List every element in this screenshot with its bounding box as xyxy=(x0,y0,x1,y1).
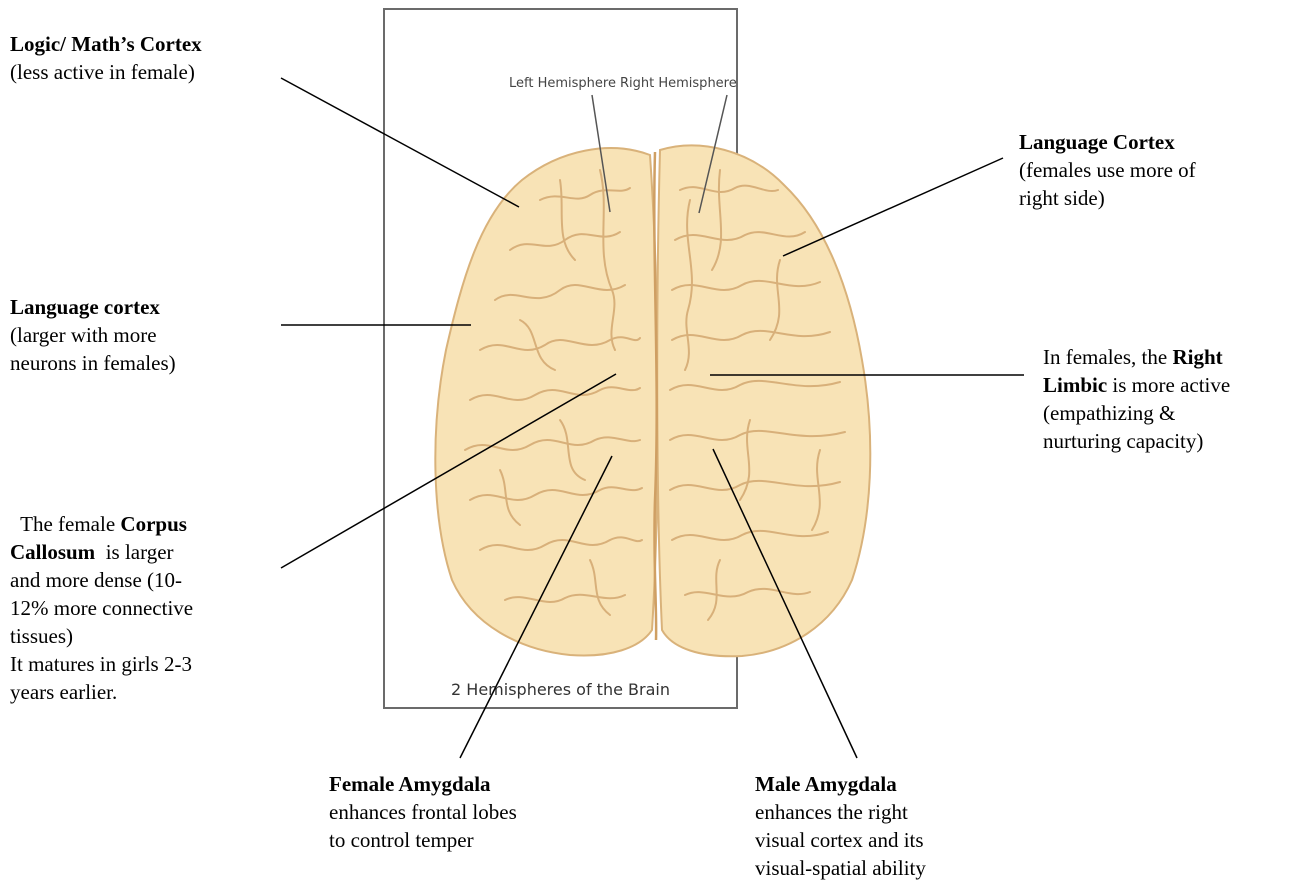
male-amygdala-line2: visual cortex and its xyxy=(755,828,924,852)
language-right-annotation: Language Cortex (females use more of rig… xyxy=(1019,128,1196,212)
language-left-line1: (larger with more xyxy=(10,323,157,347)
logic-math-annotation: Logic/ Math’s Cortex (less active in fem… xyxy=(10,30,202,86)
logic-math-title: Logic/ Math’s Cortex xyxy=(10,32,202,56)
corpus-callosum-line3: and more dense (10- xyxy=(10,568,182,592)
right-hemisphere-shape xyxy=(657,145,870,656)
right-limbic-line3: (empathizing & xyxy=(1043,401,1175,425)
right-limbic-annotation: In females, the Right Limbic is more act… xyxy=(1043,343,1230,455)
corpus-callosum-pre: The female xyxy=(20,512,120,536)
logic-math-text: (less active in female) xyxy=(10,60,195,84)
corpus-callosum-bold1: Corpus xyxy=(120,512,187,536)
corpus-callosum-line4: 12% more connective xyxy=(10,596,193,620)
female-amygdala-line1: enhances frontal lobes xyxy=(329,800,517,824)
right-limbic-line4: nurturing capacity) xyxy=(1043,429,1203,453)
logic-math-leader xyxy=(281,78,519,207)
language-right-line1: (females use more of xyxy=(1019,158,1196,182)
language-right-line2: right side) xyxy=(1019,186,1105,210)
male-amygdala-annotation: Male Amygdala enhances the right visual … xyxy=(755,770,926,882)
right-limbic-pre: In females, the xyxy=(1043,345,1172,369)
corpus-callosum-line6: It matures in girls 2-3 xyxy=(10,652,192,676)
corpus-callosum-bold2: Callosum xyxy=(10,540,95,564)
corpus-callosum-line7: years earlier. xyxy=(10,680,117,704)
right-limbic-bold2: Limbic xyxy=(1043,373,1107,397)
female-amygdala-line2: to control temper xyxy=(329,828,474,852)
language-left-annotation: Language cortex (larger with more neuron… xyxy=(10,293,176,377)
right-limbic-bold1: Right xyxy=(1172,345,1222,369)
language-right-title: Language Cortex xyxy=(1019,130,1175,154)
male-amygdala-line1: enhances the right xyxy=(755,800,908,824)
female-amygdala-annotation: Female Amygdala enhances frontal lobes t… xyxy=(329,770,517,854)
right-limbic-post: is more active xyxy=(1107,373,1230,397)
male-amygdala-line3: visual-spatial ability xyxy=(755,856,926,880)
left-hemisphere-shape xyxy=(435,148,657,655)
language-left-line2: neurons in females) xyxy=(10,351,176,375)
language-right-leader xyxy=(783,158,1003,256)
male-amygdala-title: Male Amygdala xyxy=(755,772,897,796)
language-left-title: Language cortex xyxy=(10,295,160,319)
female-amygdala-title: Female Amygdala xyxy=(329,772,491,796)
corpus-callosum-line5: tissues) xyxy=(10,624,73,648)
corpus-callosum-post: is larger xyxy=(95,540,173,564)
